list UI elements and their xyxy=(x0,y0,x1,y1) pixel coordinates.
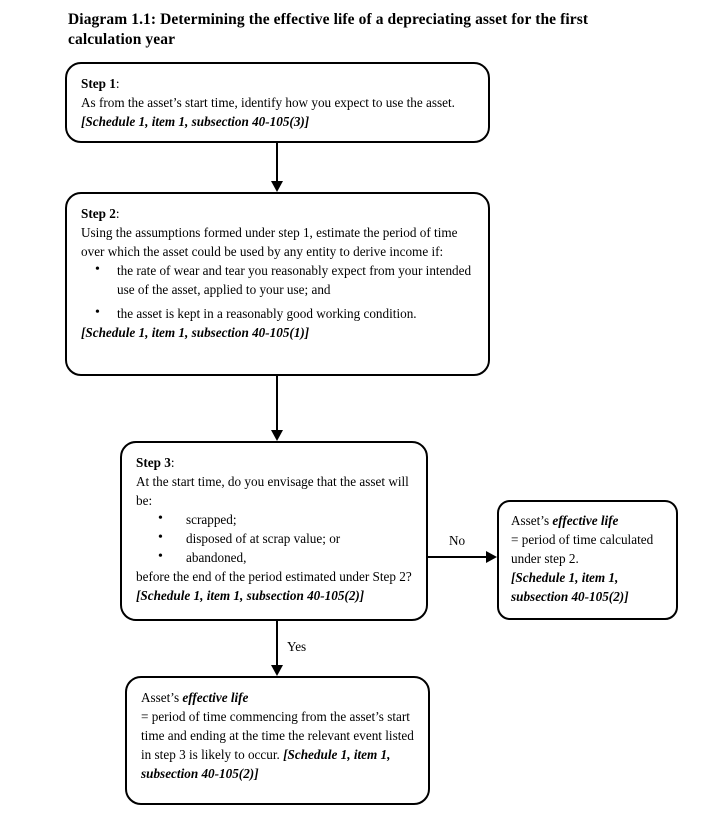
outcome-no-heading: Asset’s effective life xyxy=(511,511,668,530)
step-2-bullet-list: the rate of wear and tear you reasonably… xyxy=(81,260,476,323)
outcome-yes-lead: Asset’s xyxy=(141,690,180,705)
connector-yes-branch-arrowhead xyxy=(271,665,283,676)
step-1-label: Step 1 xyxy=(81,76,116,91)
step-2-citation: [Schedule 1, item 1, subsection 40-105(1… xyxy=(81,325,310,340)
step-1-text: As from the asset’s start time, identify… xyxy=(81,93,476,131)
node-step-1: Step 1: As from the asset’s start time, … xyxy=(65,62,490,143)
step-3-label-suffix: : xyxy=(170,455,175,470)
list-item: the rate of wear and tear you reasonably… xyxy=(81,260,476,299)
step-3-citation: [Schedule 1, item 1, subsection 40-105(2… xyxy=(136,588,365,603)
outcome-yes-term: effective life xyxy=(182,690,249,705)
outcome-no-term: effective life xyxy=(552,513,619,528)
node-outcome-yes: Asset’s effective life = period of time … xyxy=(125,676,430,805)
outcome-no-citation: [Schedule 1, item 1, subsection 40-105(2… xyxy=(511,570,629,604)
step-2-label-suffix: : xyxy=(115,206,120,221)
list-item: disposed of at scrap value; or xyxy=(136,528,414,548)
node-step-2-body: Step 2: Using the assumptions formed und… xyxy=(67,194,488,348)
node-outcome-yes-body: Asset’s effective life = period of time … xyxy=(127,678,428,789)
step-3-bullet-list: scrapped; disposed of at scrap value; or… xyxy=(136,509,414,567)
step-3-text: At the start time, do you envisage that … xyxy=(136,474,409,508)
node-step-2: Step 2: Using the assumptions formed und… xyxy=(65,192,490,376)
list-item: abandoned, xyxy=(136,547,414,567)
connector-no-branch-arrowhead xyxy=(486,551,497,563)
outcome-no-text: = period of time calculated under step 2… xyxy=(511,532,654,566)
step-3-trailing-text: before the end of the period estimated u… xyxy=(136,569,412,584)
step-2-text: Using the assumptions formed under step … xyxy=(81,225,458,259)
node-outcome-no: Asset’s effective life = period of time … xyxy=(497,500,678,620)
connector-step2-to-step3-line xyxy=(276,376,278,430)
connector-no-branch-line xyxy=(428,556,486,558)
node-step-3-body: Step 3: At the start time, do you envisa… xyxy=(122,443,426,611)
step-2-heading: Step 2: xyxy=(81,204,476,223)
node-step-1-body: Step 1: As from the asset’s start time, … xyxy=(67,64,488,137)
list-item: the asset is kept in a reasonably good w… xyxy=(81,303,476,323)
step-1-label-suffix: : xyxy=(115,76,120,91)
outcome-no-lead: Asset’s xyxy=(511,513,550,528)
outcome-yes-heading: Asset’s effective life xyxy=(141,688,416,707)
outcome-yes-body-text: = period of time commencing from the ass… xyxy=(141,709,414,762)
step-1-citation: [Schedule 1, item 1, subsection 40-105(3… xyxy=(81,114,310,129)
connector-step1-to-step2-line xyxy=(276,143,278,181)
page-title: Diagram 1.1: Determining the effective l… xyxy=(68,11,589,48)
edge-label-no: No xyxy=(449,533,466,548)
node-outcome-no-body: Asset’s effective life = period of time … xyxy=(499,502,676,612)
connector-step2-to-step3-arrowhead xyxy=(271,430,283,441)
step-2-label: Step 2 xyxy=(81,206,116,221)
step-3-label: Step 3 xyxy=(136,455,171,470)
edge-label-yes: Yes xyxy=(287,639,307,654)
step-1-heading: Step 1: xyxy=(81,74,476,93)
connector-step1-to-step2-arrowhead xyxy=(271,181,283,192)
outcome-yes-citation: [Schedule 1, item 1, subsection 40-105(2… xyxy=(141,747,391,781)
step-3-heading: Step 3: xyxy=(136,453,414,472)
connector-yes-branch-line xyxy=(276,621,278,665)
node-step-3: Step 3: At the start time, do you envisa… xyxy=(120,441,428,621)
step-3-text-after: before the end of the period estimated u… xyxy=(136,567,414,605)
list-item: scrapped; xyxy=(136,509,414,529)
step-1-body-text: As from the asset’s start time, identify… xyxy=(81,95,455,110)
outcome-yes-text: = period of time commencing from the ass… xyxy=(141,707,416,783)
